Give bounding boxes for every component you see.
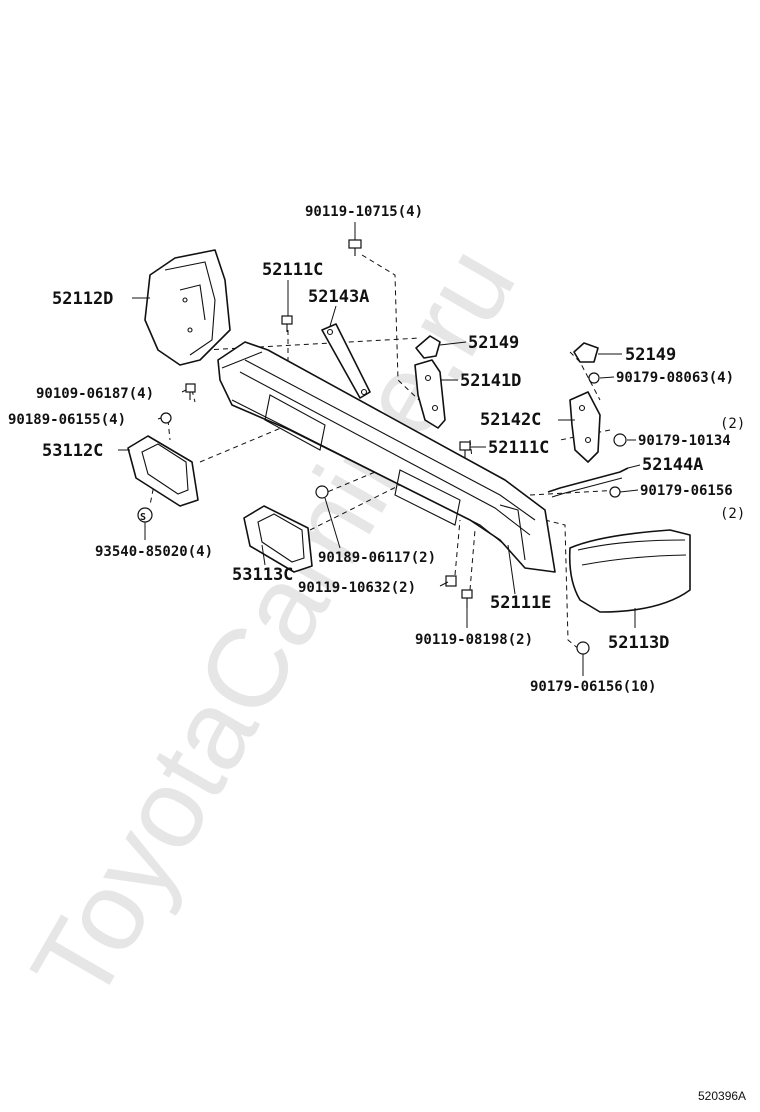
leader-lines — [118, 222, 641, 676]
label-52113d: 52113D — [608, 633, 669, 653]
label-90109-06187: 90109-06187(4) — [36, 386, 154, 402]
label-53113c: 53113C — [232, 565, 293, 585]
clip-90189-06117[interactable] — [315, 485, 329, 499]
label-52111e: 52111E — [490, 593, 551, 613]
stay-52141d[interactable] — [414, 359, 446, 429]
left-end-cap-52112d[interactable] — [144, 249, 231, 366]
label-53112c: 53112C — [42, 441, 103, 461]
nut-90179-06156-b[interactable] — [576, 641, 590, 655]
qty-90179-06156-a: (2) — [720, 506, 745, 522]
brace-52144a[interactable] — [547, 467, 629, 498]
label-52111c-mid: 52111C — [488, 438, 549, 458]
nut-90189-06155[interactable] — [160, 412, 172, 424]
nut-90179-10134[interactable] — [613, 433, 627, 447]
bolt-90119-08198[interactable] — [461, 589, 473, 608]
label-90119-08198: 90119-08198(2) — [415, 632, 533, 648]
label-52142c: 52142C — [480, 410, 541, 430]
diagram-id: 520396A — [698, 1089, 746, 1103]
fasteners — [137, 239, 627, 655]
bolt-52111c-mid[interactable] — [459, 441, 471, 458]
label-90189-06155: 90189-06155(4) — [8, 412, 126, 428]
label-90119-10715: 90119-10715(4) — [305, 204, 423, 220]
label-52111c-top: 52111C — [262, 260, 323, 280]
label-93540-85020: 93540-85020(4) — [95, 544, 213, 560]
bumper-bar-52111e[interactable] — [217, 341, 556, 573]
left-bracket-52143a[interactable] — [321, 323, 371, 399]
watermark-text: ToyotaCamine.ru — [8, 226, 540, 1022]
bolt-90119-10632[interactable] — [445, 575, 457, 587]
stay-52142c[interactable] — [569, 391, 601, 463]
retainer-52149-right[interactable] — [573, 342, 599, 363]
bolt-90109-06187[interactable] — [185, 383, 196, 400]
bezel-53112c[interactable] — [127, 435, 199, 507]
label-90179-08063: 90179-08063(4) — [616, 370, 734, 386]
right-end-cap-52113d[interactable] — [568, 529, 691, 613]
qty-90179-10134: (2) — [720, 416, 745, 432]
label-52144a: 52144A — [642, 455, 703, 475]
bolt-90119-10715[interactable] — [348, 239, 362, 256]
bolt-52111c-top[interactable] — [281, 315, 293, 332]
label-52143a: 52143A — [308, 287, 369, 307]
label-90179-06156-b: 90179-06156(10) — [530, 679, 656, 695]
label-52141d: 52141D — [460, 371, 521, 391]
nut-90179-08063[interactable] — [588, 372, 600, 384]
label-90179-06156-a: 90179-06156 — [640, 483, 733, 499]
retainer-52149-left[interactable] — [415, 335, 441, 359]
nut-90179-06156-a[interactable] — [609, 486, 621, 498]
part-labels: 90119-10715(4) 52111C 52112D 52143A 5214… — [8, 204, 746, 1103]
label-90179-10134: 90179-10134 — [638, 433, 731, 449]
bezel-53113c[interactable] — [243, 505, 313, 573]
label-90189-06117: 90189-06117(2) — [318, 550, 436, 566]
label-52149-right: 52149 — [625, 345, 676, 365]
label-52112d: 52112D — [52, 289, 113, 309]
label-90119-10632: 90119-10632(2) — [298, 580, 416, 596]
s-mark: S — [140, 512, 146, 523]
label-52149-left: 52149 — [468, 333, 519, 353]
